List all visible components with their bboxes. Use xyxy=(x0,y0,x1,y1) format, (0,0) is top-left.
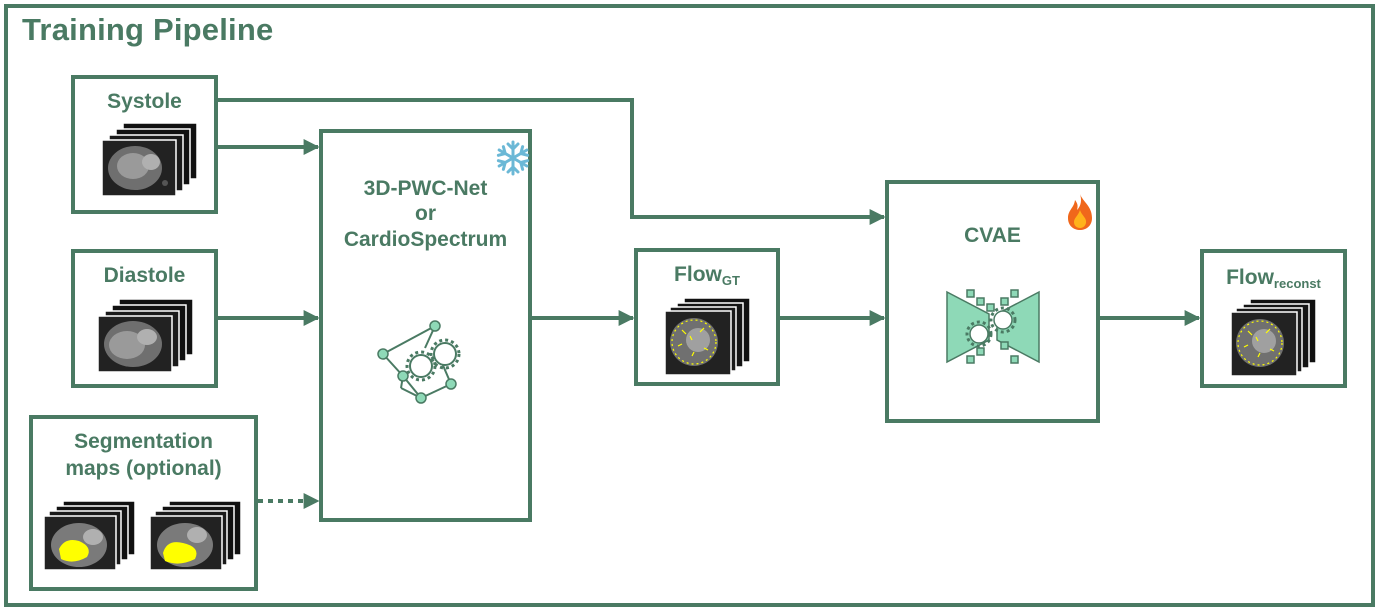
systole-box: Systole xyxy=(71,75,218,214)
systole-bypass-arrow xyxy=(216,98,886,225)
flow-reconst-label: Flowreconst xyxy=(1226,266,1321,291)
outer-frame xyxy=(4,4,1375,607)
flow-field-stack-icon xyxy=(1230,298,1317,377)
mri-stack-icon xyxy=(97,298,194,373)
flow-field-stack-icon xyxy=(664,297,751,376)
diastole-label: Diastole xyxy=(103,264,186,287)
flow-model-or: or xyxy=(415,202,436,225)
flow-gt-box: FlowGT xyxy=(634,248,780,386)
cvae-label: CVAE xyxy=(964,224,1021,247)
diastole-box: Diastole xyxy=(71,249,218,388)
systole-label: Systole xyxy=(107,90,182,113)
encoder-decoder-icon xyxy=(946,289,1040,364)
flame-icon xyxy=(1068,194,1092,230)
flow-reconst-box: Flowreconst xyxy=(1200,249,1347,388)
flow-model-alt-name: CardioSpectrum xyxy=(343,228,508,251)
segmentation-label-line1: Segmentation xyxy=(74,430,213,453)
flow-model-name: 3D-PWC-Net xyxy=(363,177,488,200)
segmentation-box: Segmentation maps (optional) xyxy=(29,415,258,591)
neural-network-icon xyxy=(377,320,461,404)
cvae-box: CVAE xyxy=(885,180,1100,423)
segmentation-stack-icon xyxy=(149,500,242,571)
snowflake-icon xyxy=(495,140,531,176)
flow-model-box: 3D-PWC-Net or CardioSpectrum xyxy=(319,129,532,522)
mri-stack-icon xyxy=(101,122,198,197)
segmentation-stack-icon xyxy=(43,500,136,571)
flow-gt-label: FlowGT xyxy=(674,263,740,288)
diagram-title: Training Pipeline xyxy=(22,12,274,47)
segmentation-label-line2: maps (optional) xyxy=(65,457,222,480)
